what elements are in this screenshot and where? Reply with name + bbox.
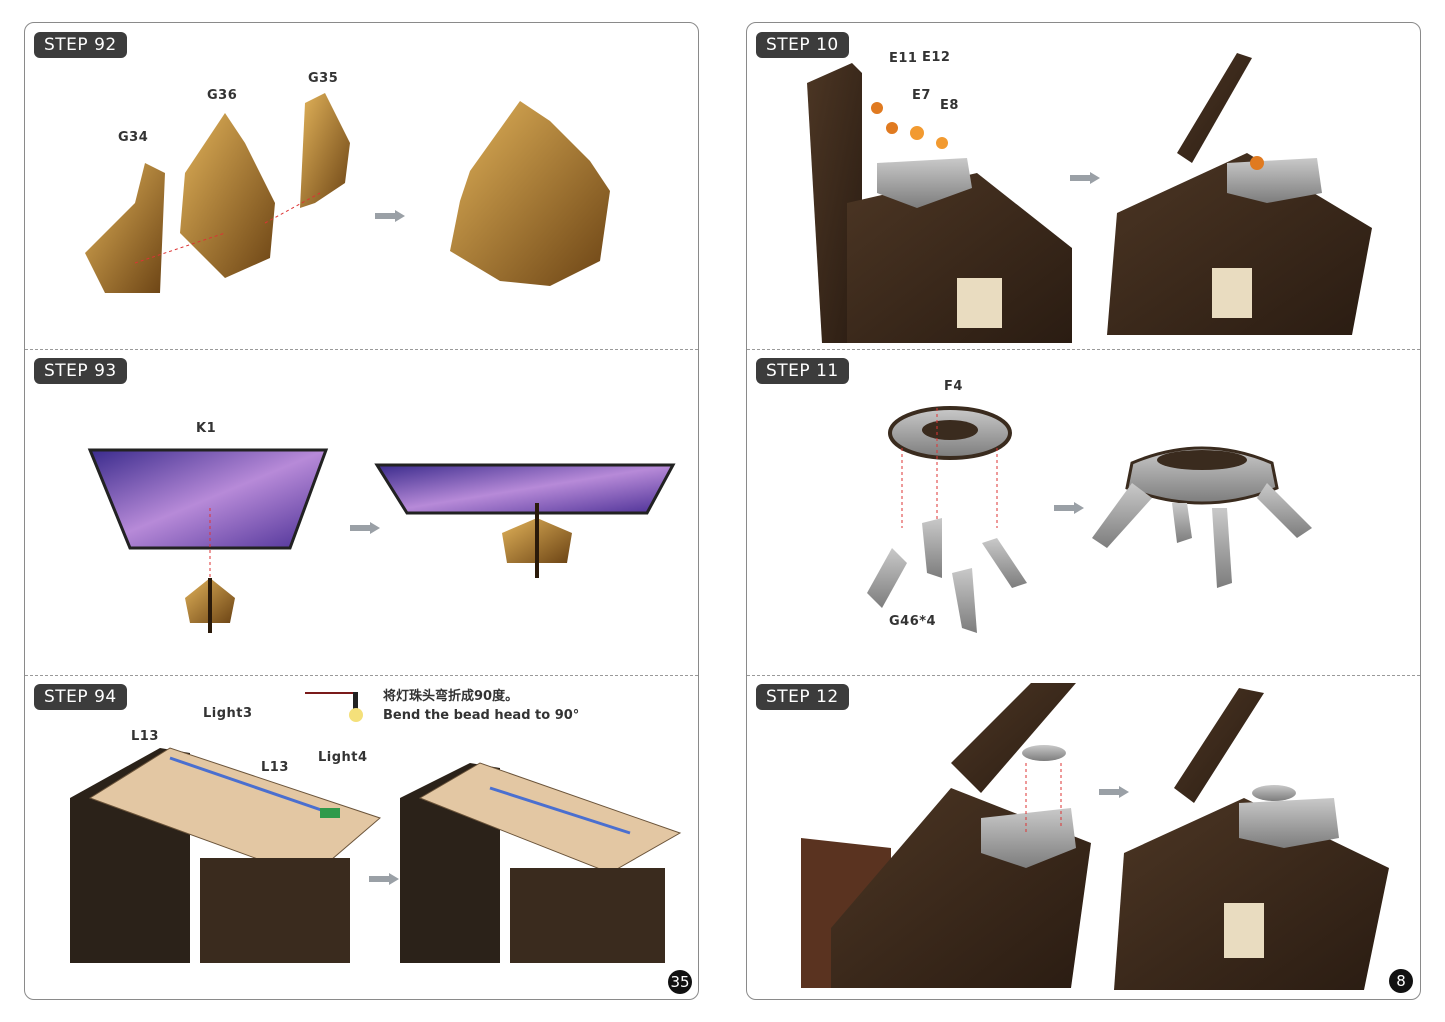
ceiling-board-illustration: [87, 448, 329, 633]
page-number: 35: [668, 970, 692, 994]
part-label: G46*4: [889, 614, 937, 629]
step-badge: STEP 94: [34, 684, 127, 710]
part-label: E7: [912, 88, 931, 103]
part-label: G36: [207, 88, 238, 103]
step-badge: STEP 93: [34, 358, 127, 384]
assembled-ceiling-illustration: [374, 463, 676, 578]
part-label: Light3: [203, 706, 253, 721]
arrow-icon: [350, 519, 380, 534]
step-divider: [747, 675, 1420, 676]
step-divider: [25, 349, 698, 350]
part-label: K1: [196, 421, 217, 436]
arrow-icon: [1070, 169, 1100, 184]
stand-placement-illustration: [801, 683, 1091, 988]
left-page: STEP 92 G34 G36 G35 STEP 93 K1 STEP 94 L…: [24, 22, 699, 1000]
page-number: 8: [1389, 969, 1413, 993]
step-badge: STEP 11: [756, 358, 849, 384]
fireplace-assembled-illustration: [1107, 53, 1372, 335]
wired-room-illustration: [400, 762, 682, 963]
step-divider: [25, 675, 698, 676]
note-chinese: 将灯珠头弯折成90度。: [383, 689, 519, 704]
stand-assembled-room-illustration: [1114, 688, 1389, 990]
right-page: STEP 10 E11 E12 E7 E8 STEP 11 F4 G46*4: [746, 22, 1421, 1000]
arrow-icon: [375, 207, 405, 222]
fireplace-parts-illustration: [807, 63, 1072, 343]
part-label: G34: [118, 130, 149, 145]
part-label: E8: [940, 98, 959, 113]
part-label: L13: [131, 729, 159, 744]
note-english: Bend the bead head to 90°: [383, 708, 580, 723]
arrow-icon: [369, 870, 399, 885]
stand-assembled-illustration: [1092, 446, 1312, 588]
part-label: E12: [922, 50, 951, 65]
part-label: E11: [889, 51, 918, 66]
part-label: F4: [944, 379, 963, 394]
arrow-icon: [1099, 783, 1129, 798]
step-divider: [747, 349, 1420, 350]
stand-parts-illustration: [867, 406, 1027, 633]
step-badge: STEP 92: [34, 32, 127, 58]
step-badge: STEP 12: [756, 684, 849, 710]
step-badge: STEP 10: [756, 32, 849, 58]
part-label: Light4: [318, 750, 368, 765]
wiring-illustration: [70, 747, 381, 963]
part-label: L13: [261, 760, 289, 775]
bent-bead-icon: [305, 692, 363, 722]
chandelier-parts-illustration: [85, 93, 350, 293]
arrow-icon: [1054, 499, 1084, 514]
part-label: G35: [308, 71, 339, 86]
assembled-chandelier-illustration: [450, 101, 610, 286]
